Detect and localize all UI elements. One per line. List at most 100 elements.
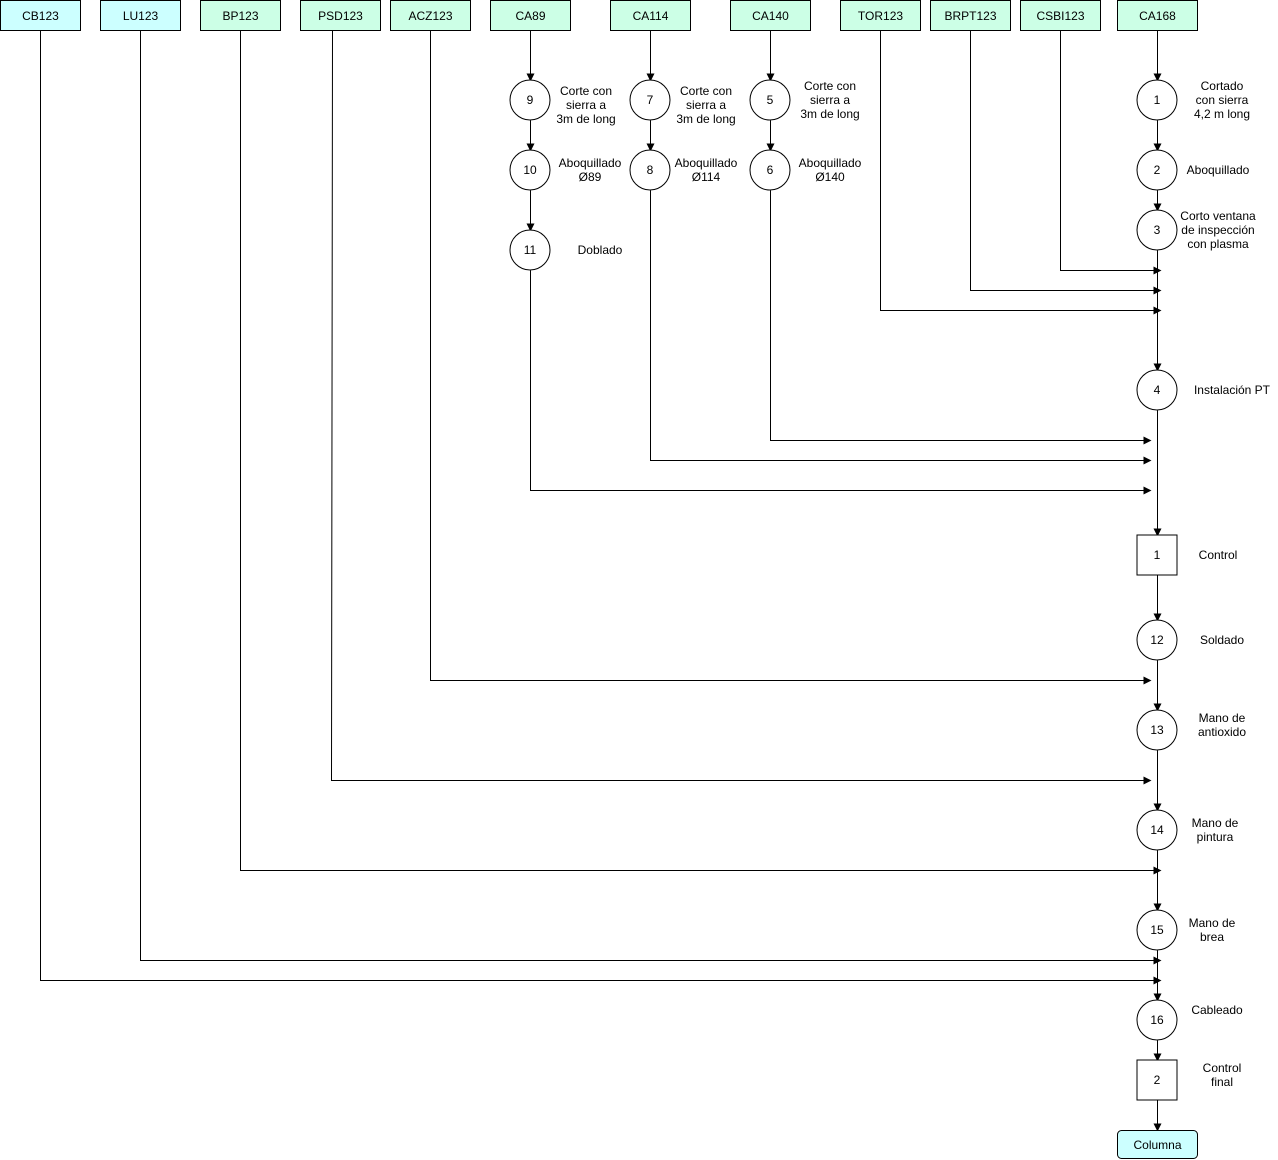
node-number: 12 bbox=[1150, 633, 1164, 647]
operation-circle bbox=[509, 229, 551, 271]
node-description-line: 3m de long bbox=[676, 112, 735, 126]
edge-bp123-main bbox=[240, 30, 1162, 875]
operation-node-4: 4 Instalación PT bbox=[1136, 369, 1271, 411]
node-description-line: antioxido bbox=[1198, 725, 1246, 739]
node-description-line: Corte con bbox=[560, 84, 612, 98]
operation-circle bbox=[1136, 619, 1178, 661]
operation-circle bbox=[749, 79, 791, 121]
node-number: 16 bbox=[1150, 1013, 1164, 1027]
node-description-line: final bbox=[1211, 1075, 1233, 1089]
node-description-line: Aboquillado bbox=[1187, 163, 1250, 177]
material-label: BP123 bbox=[222, 9, 258, 23]
operation-circle bbox=[1136, 209, 1178, 251]
node-description-line: Corte con bbox=[680, 84, 732, 98]
edge-op6-main bbox=[770, 190, 1152, 445]
operation-circle bbox=[1136, 79, 1178, 121]
edge-lu123-main bbox=[140, 30, 1162, 965]
operation-circle bbox=[629, 149, 671, 191]
material-label: CA140 bbox=[752, 9, 789, 23]
node-number: 14 bbox=[1150, 823, 1164, 837]
node-description-line: Cortado bbox=[1201, 79, 1244, 93]
node-description-line: con sierra bbox=[1196, 93, 1249, 107]
material-label: BRPT123 bbox=[944, 9, 996, 23]
node-number: 2 bbox=[1154, 1073, 1161, 1087]
node-description-line: Aboquillado bbox=[559, 156, 622, 170]
node-number: 1 bbox=[1154, 93, 1161, 107]
material-label: CA168 bbox=[1139, 9, 1176, 23]
node-number: 10 bbox=[523, 163, 537, 177]
inspection-square bbox=[1136, 1059, 1178, 1101]
edge-acz123-main bbox=[430, 30, 1152, 685]
node-description-line: Doblado bbox=[578, 243, 623, 257]
node-description-line: Mano de bbox=[1199, 711, 1246, 725]
inspection-square bbox=[1136, 534, 1178, 576]
operation-circle bbox=[1136, 809, 1178, 851]
material-label: ACZ123 bbox=[408, 9, 452, 23]
material-label: CB123 bbox=[22, 9, 59, 23]
node-description-line: Corte con bbox=[804, 79, 856, 93]
node-description-line: Ø114 bbox=[692, 170, 721, 184]
node-description-line: 3m de long bbox=[800, 107, 859, 121]
node-number: 15 bbox=[1150, 923, 1164, 937]
material-label: CA114 bbox=[633, 9, 669, 23]
node-description-line: sierra a bbox=[686, 98, 726, 112]
operation-circle bbox=[1136, 999, 1178, 1041]
node-description-line: con plasma bbox=[1187, 237, 1249, 251]
node-description-line: Mano de bbox=[1189, 916, 1236, 930]
node-description-line: de inspección bbox=[1181, 223, 1254, 237]
node-description-line: Ø140 bbox=[815, 170, 845, 184]
operation-circle bbox=[749, 149, 791, 191]
edge-psd123-main bbox=[330, 30, 1152, 785]
node-description-line: Ø89 bbox=[579, 170, 602, 184]
material-box-bp123: BP123 bbox=[200, 0, 281, 31]
node-description-line: Aboquillado bbox=[675, 156, 738, 170]
node-description-line: sierra a bbox=[566, 98, 606, 112]
node-number: 3 bbox=[1154, 223, 1161, 237]
edge-tor123-main bbox=[880, 30, 1162, 315]
node-description-line: 3m de long bbox=[556, 112, 615, 126]
edge-csbi123-main bbox=[1060, 30, 1162, 275]
node-number: 4 bbox=[1154, 383, 1161, 397]
material-box-acz123: ACZ123 bbox=[390, 0, 471, 31]
material-box-psd123: PSD123 bbox=[300, 0, 381, 31]
edge-op8-main bbox=[650, 190, 1152, 465]
material-box-lu123: LU123 bbox=[100, 0, 181, 31]
material-box-ca114: CA114 bbox=[610, 0, 691, 31]
operation-circle bbox=[509, 149, 551, 191]
operation-circle bbox=[1136, 149, 1178, 191]
operation-circle bbox=[509, 79, 551, 121]
node-number: 13 bbox=[1150, 723, 1164, 737]
node-number: 7 bbox=[647, 93, 654, 107]
node-number: 2 bbox=[1154, 163, 1161, 177]
edge-brpt123-main bbox=[970, 30, 1162, 295]
node-description-line: sierra a bbox=[810, 93, 850, 107]
material-box-tor123: TOR123 bbox=[840, 0, 921, 31]
flow-edges bbox=[40, 30, 1162, 1132]
material-box-ca89: CA89 bbox=[490, 0, 571, 31]
material-label: LU123 bbox=[123, 9, 159, 23]
material-box-cb123: CB123 bbox=[0, 0, 81, 31]
operation-circle bbox=[1136, 909, 1178, 951]
operation-circle bbox=[1136, 369, 1178, 411]
edge-op11-main bbox=[530, 270, 1152, 495]
node-description-line: pintura bbox=[1197, 830, 1234, 844]
output-label: Columna bbox=[1133, 1138, 1181, 1152]
material-box-brpt123: BRPT123 bbox=[930, 0, 1011, 31]
material-box-ca168: CA168 bbox=[1117, 0, 1198, 31]
node-description-line: Instalación PT bbox=[1194, 383, 1271, 397]
node-number: 1 bbox=[1154, 548, 1161, 562]
